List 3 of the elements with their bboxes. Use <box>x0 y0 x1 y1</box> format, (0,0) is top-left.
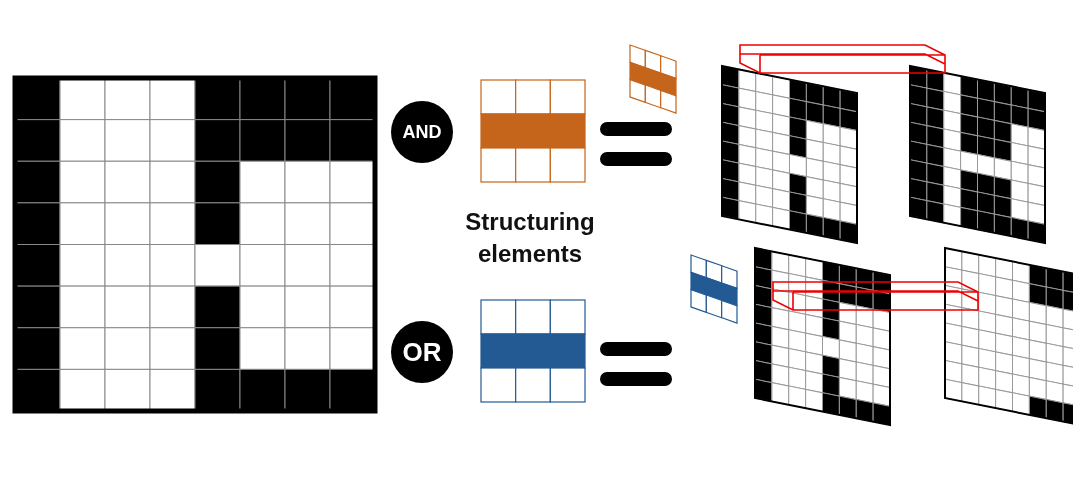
operator-circle: OR <box>391 321 453 383</box>
caption-text: Structuring elements <box>464 207 596 269</box>
operator-circle: AND <box>391 101 453 163</box>
